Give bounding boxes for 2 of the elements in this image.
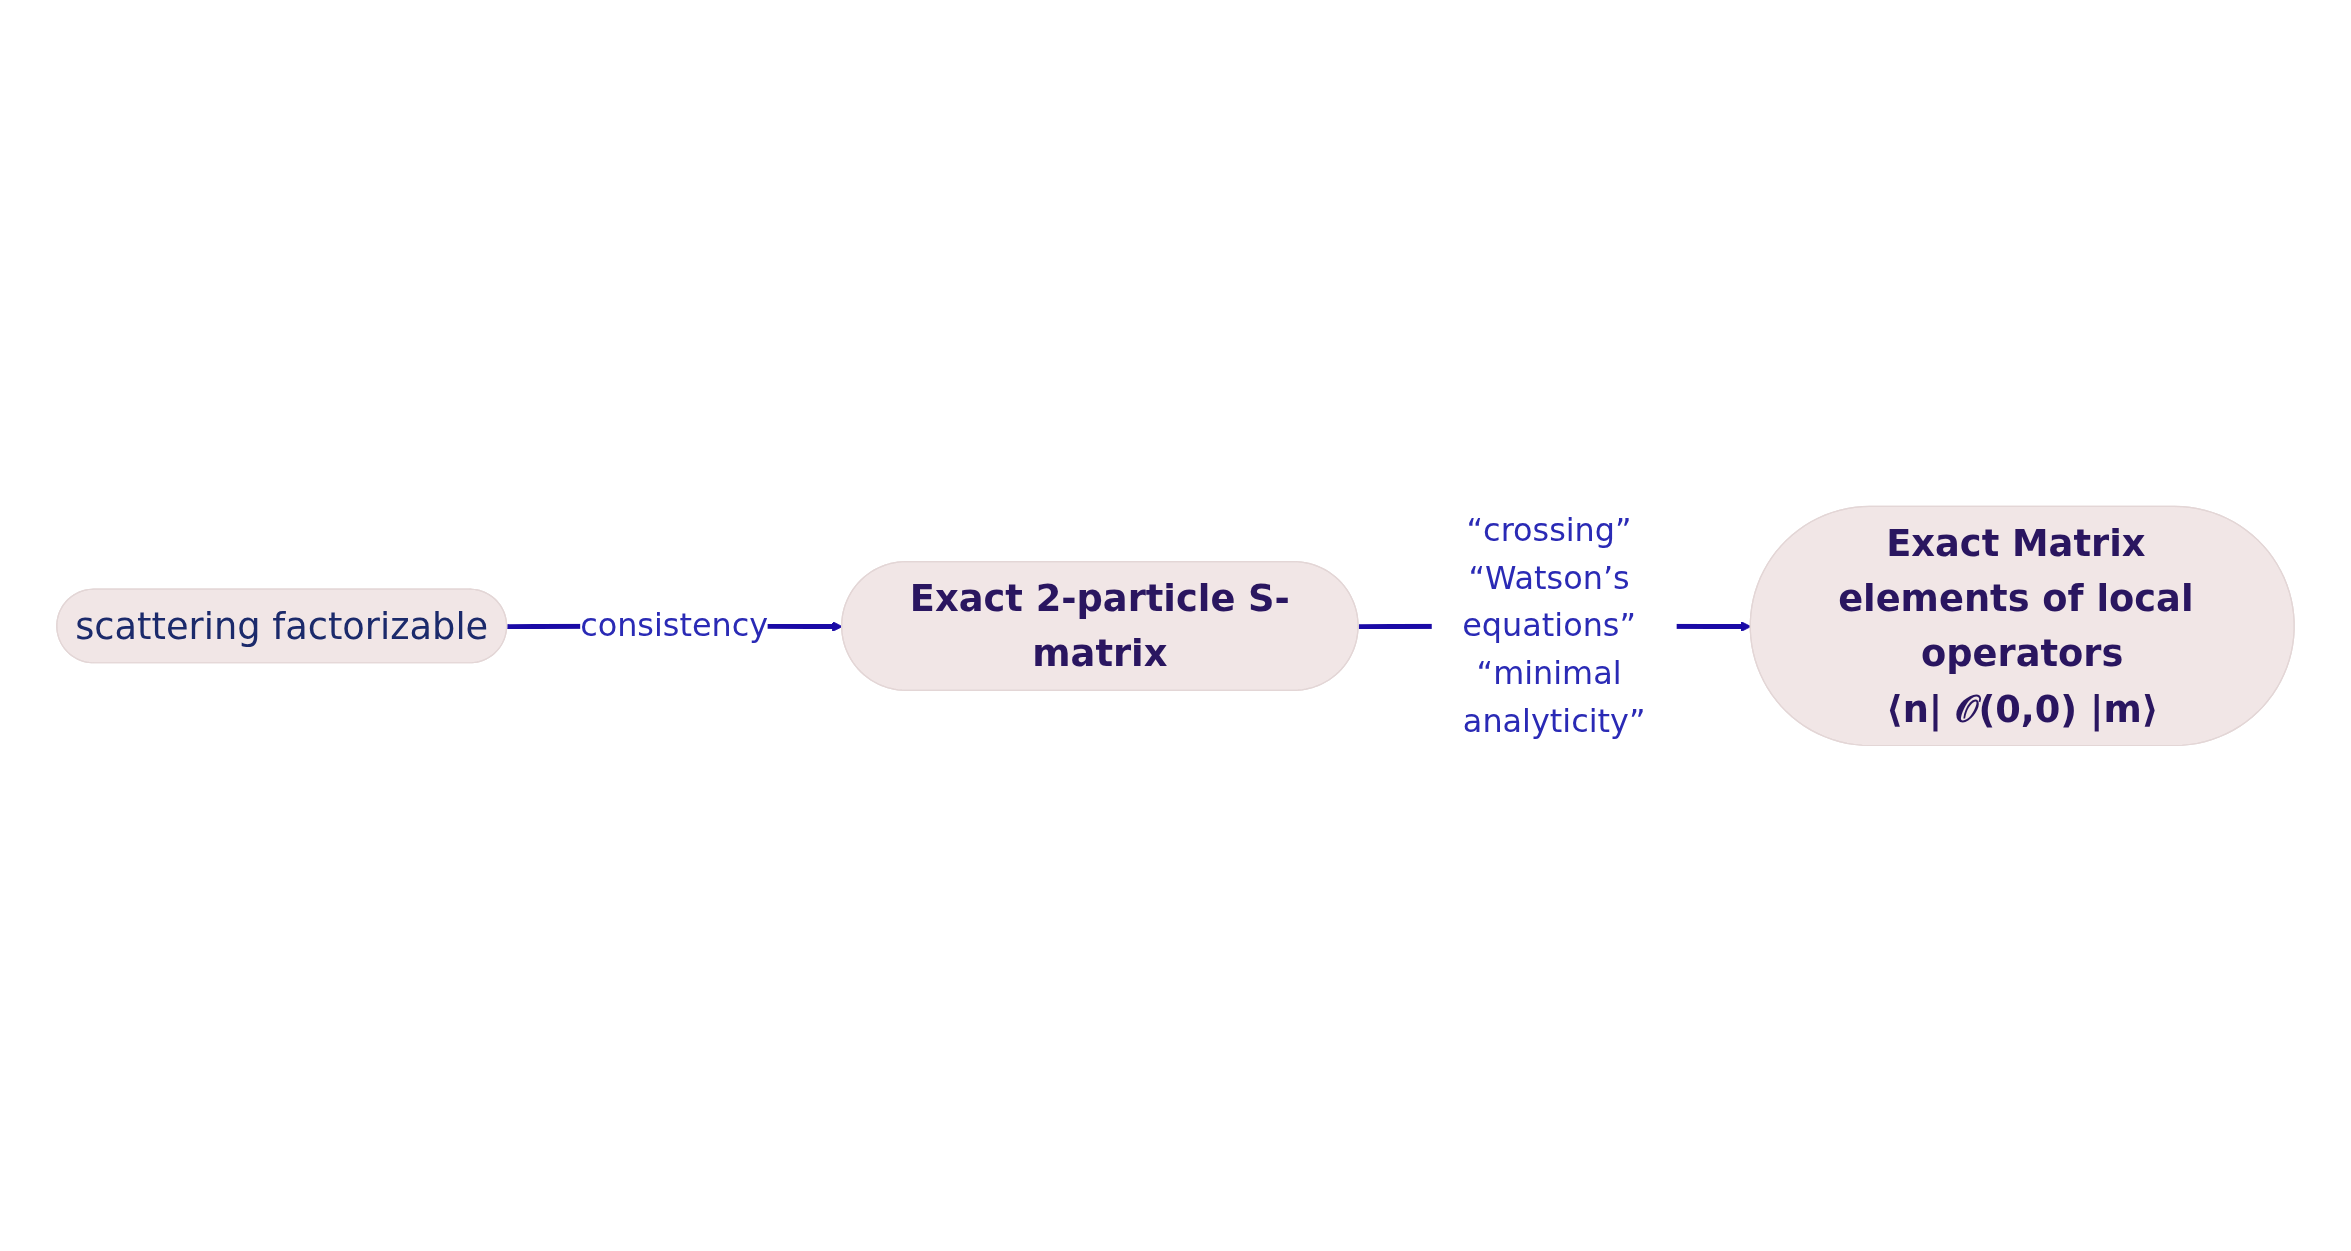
edge-label: consistency: [580, 606, 769, 644]
edge-label: “crossing” “Watson’s equations” “minimal analyticity”: [1462, 510, 1646, 739]
